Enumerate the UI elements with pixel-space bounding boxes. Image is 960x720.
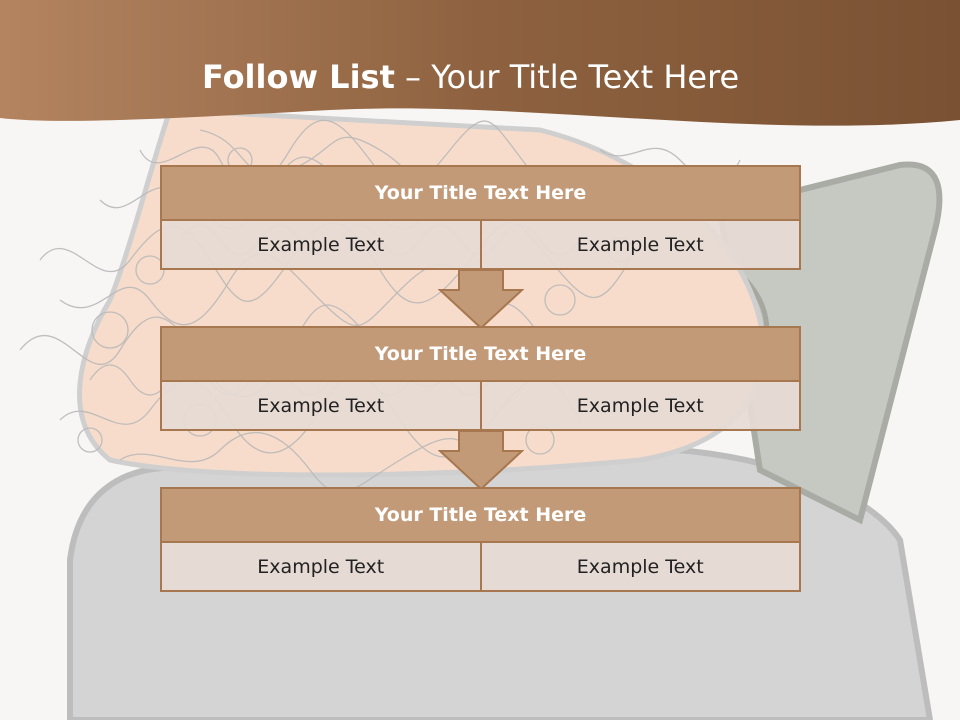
slide-title-bold: Follow List: [202, 58, 395, 96]
block-cell-left: Example Text: [160, 221, 482, 270]
block-title: Your Title Text Here: [160, 487, 801, 543]
block-title: Your Title Text Here: [160, 165, 801, 221]
header-band: [0, 0, 960, 126]
slide-title: Follow List – Your Title Text Here: [0, 54, 960, 100]
list-block-3: Your Title Text Here Example Text Exampl…: [160, 487, 801, 592]
down-arrow-icon: [438, 269, 524, 330]
block-title: Your Title Text Here: [160, 326, 801, 382]
block-cell-left: Example Text: [160, 382, 482, 431]
block-cell-right: Example Text: [481, 221, 801, 270]
block-row: Example Text Example Text: [160, 543, 801, 592]
list-block-1: Your Title Text Here Example Text Exampl…: [160, 165, 801, 270]
block-cell-right: Example Text: [481, 382, 801, 431]
slide-title-rest: – Your Title Text Here: [405, 58, 740, 96]
block-row: Example Text Example Text: [160, 221, 801, 270]
list-block-2: Your Title Text Here Example Text Exampl…: [160, 326, 801, 431]
block-cell-left: Example Text: [160, 543, 482, 592]
block-cell-right: Example Text: [481, 543, 801, 592]
block-row: Example Text Example Text: [160, 382, 801, 431]
down-arrow-icon: [438, 430, 524, 491]
